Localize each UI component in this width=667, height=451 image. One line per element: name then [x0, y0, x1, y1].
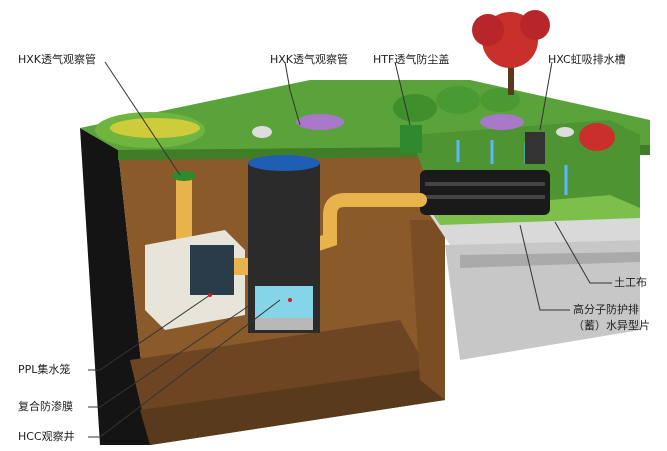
excavation-right-soil [410, 220, 445, 400]
rock [556, 127, 574, 137]
ppl-connector [234, 258, 248, 275]
leader-hxk-left [104, 61, 181, 176]
leader-hcc [88, 299, 281, 438]
concrete-wall [445, 240, 640, 360]
leader-dot [288, 298, 292, 302]
leader-hxc [539, 61, 553, 131]
label-hxc-siphon-channel: HXC虹吸排水槽 [548, 53, 626, 66]
label-ppl-collection-cage: PPL集水笼 [18, 363, 71, 376]
shrub [436, 86, 480, 114]
flower-bed-purple [296, 114, 344, 130]
htf-dust-cap [400, 125, 422, 153]
flower-bed-yellow [110, 118, 200, 138]
leader-hxk-mid [284, 61, 301, 126]
rock [252, 126, 272, 138]
label-hxk-observation-pipe-left: HXK透气观察管 [18, 53, 97, 66]
tree-trunk [508, 55, 514, 95]
leader-htf [394, 61, 411, 126]
hxc-channel-stripes [425, 182, 545, 186]
leader-dot [208, 293, 212, 297]
leader-membrane [88, 304, 251, 408]
leader-drain-board [519, 224, 570, 311]
yellow-pipe-horizontal [293, 193, 427, 257]
leader-lines [88, 61, 612, 438]
label-drainage-board-line2: （蓄）水异型片 [573, 319, 650, 332]
label-hxk-observation-pipe-mid: HXK透气观察管 [270, 53, 349, 66]
label-drainage-board-line1: 高分子防护排 [573, 303, 639, 316]
leader-ppl [88, 294, 211, 371]
ppl-cage-grid [190, 245, 234, 295]
label-hcc-observation-well: HCC观察井 [18, 430, 75, 443]
hxk-pipe-cap-left [172, 171, 196, 181]
label-composite-membrane: 复合防渗膜 [18, 400, 73, 413]
flower-bed-purple [480, 114, 524, 130]
hcc-well-base [255, 318, 313, 330]
tree-canopy-red-3 [520, 10, 550, 40]
hxk-observation-pipe-right [525, 132, 545, 164]
concrete-wall-shadow [460, 252, 640, 268]
leader-geotextile [554, 221, 612, 284]
hxc-siphon-channel [420, 170, 550, 215]
hcc-well-cap [248, 155, 320, 171]
label-htf-dust-cap: HTF透气防尘盖 [373, 53, 450, 66]
soil-bottom-layer [140, 370, 445, 445]
label-geotextile: 土工布 [614, 276, 647, 289]
hxc-channel-stripes-2 [425, 195, 545, 199]
shrub [393, 94, 437, 122]
flower-shrub-red [579, 123, 615, 151]
hxk-observation-pipe-left [176, 176, 192, 246]
tree-canopy-red-2 [472, 14, 504, 46]
